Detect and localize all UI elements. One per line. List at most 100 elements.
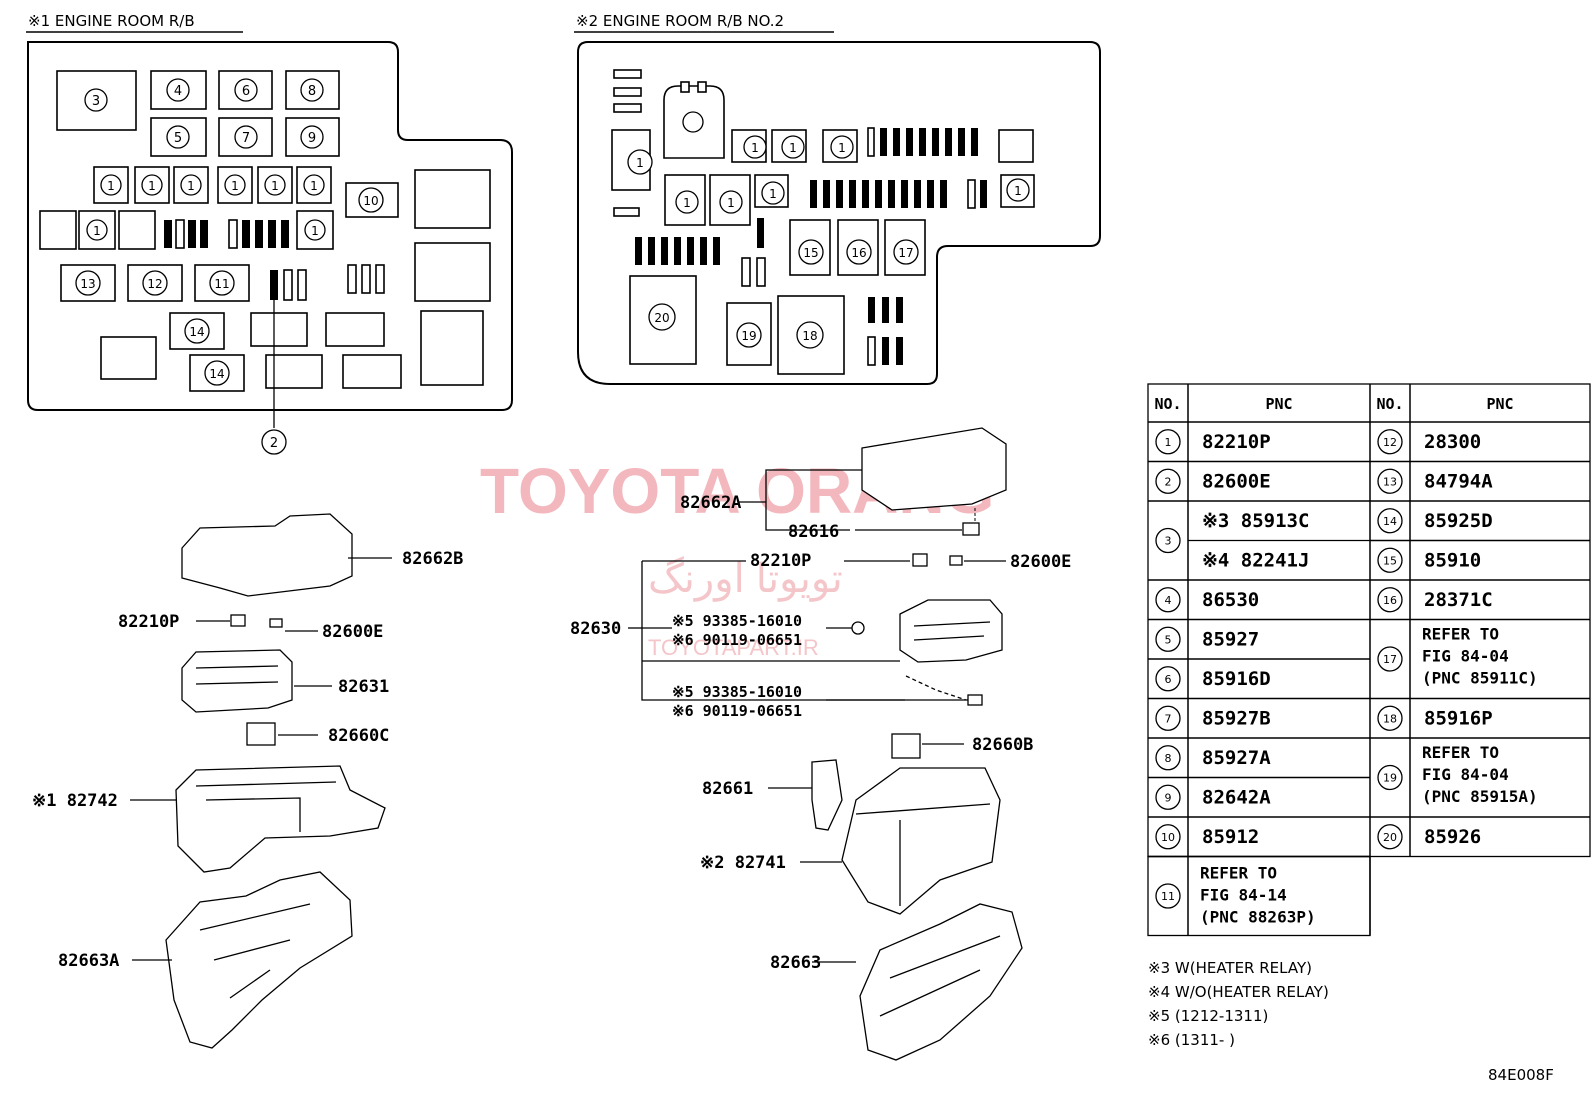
svg-text:1: 1: [838, 141, 846, 155]
label-bolt-1a: ※5 93385-16010: [672, 612, 802, 630]
table-row-pnc: REFER TO: [1422, 743, 1499, 762]
table-row-no: 7: [1165, 712, 1172, 725]
label-82661: 82661: [702, 779, 753, 799]
header-pnc-left: PNC: [1265, 395, 1292, 413]
svg-text:19: 19: [741, 329, 756, 343]
table-row-pnc: 28300: [1424, 431, 1481, 453]
footnotes: ※3 W(HEATER RELAY) ※4 W/O(HEATER RELAY) …: [1148, 959, 1329, 1049]
svg-text:13: 13: [80, 277, 95, 291]
table-row-no: 18: [1383, 712, 1397, 725]
table-row-pnc: 85927B: [1202, 708, 1271, 730]
table-row-no: 1: [1165, 436, 1172, 449]
table-row-no: 14: [1383, 515, 1397, 528]
right-parts-stack: 82662A 82616 82210P 82600E 82630 ※5 9338…: [570, 427, 1071, 1061]
svg-text:3: 3: [92, 94, 100, 109]
svg-text:10: 10: [363, 194, 378, 208]
table-row-no: 3: [1165, 535, 1172, 548]
table-row-pnc: 85910: [1424, 550, 1481, 572]
box1-circle-labels: 3 4 6 8 5 7 9 1 1 1 1 1 1 10 1 1 13 12 1…: [75, 78, 384, 455]
svg-text:1: 1: [107, 179, 115, 193]
svg-text:1: 1: [271, 179, 279, 193]
table-row-pnc: (PNC 88263P): [1200, 908, 1316, 927]
svg-text:1: 1: [93, 224, 101, 238]
table-row-pnc: FIG 84-04: [1422, 647, 1509, 666]
table-row-pnc: FIG 84-14: [1200, 886, 1287, 905]
table-row-no: 11: [1161, 890, 1175, 903]
svg-text:15: 15: [803, 246, 818, 260]
table-row-no: 20: [1383, 831, 1397, 844]
svg-text:8: 8: [308, 84, 316, 99]
label-82741: ※2 82741: [700, 853, 786, 873]
table-row-no: 4: [1165, 594, 1172, 607]
table-row-pnc: (PNC 85915A): [1422, 787, 1538, 806]
table-row-pnc: 28371C: [1424, 589, 1493, 611]
engine-room-rb-layout: ※1 ENGINE ROOM R/B: [26, 12, 513, 455]
table-row-pnc: 84794A: [1424, 471, 1493, 493]
label-bolt-2b: ※6 90119-06651: [672, 702, 802, 720]
table-row-pnc: ※3 85913C: [1202, 510, 1309, 532]
box2-title: ※2 ENGINE ROOM R/B NO.2: [576, 12, 784, 30]
table-row-pnc: 82600E: [1202, 471, 1271, 493]
table-row-pnc: ※4 82241J: [1202, 550, 1309, 572]
svg-text:6: 6: [242, 84, 250, 99]
table-row-no: 9: [1165, 791, 1172, 804]
label-82663: 82663: [770, 953, 821, 973]
svg-text:1: 1: [769, 187, 777, 201]
note-3: ※3 W(HEATER RELAY): [1148, 959, 1312, 977]
table-row-pnc: 85925D: [1424, 510, 1493, 532]
svg-text:7: 7: [242, 131, 250, 146]
svg-text:1: 1: [1014, 184, 1022, 198]
svg-text:1: 1: [751, 141, 759, 155]
header-no-left: NO.: [1154, 395, 1181, 413]
table-row-pnc: 85926: [1424, 826, 1481, 848]
svg-text:17: 17: [898, 246, 913, 260]
table-row-pnc: REFER TO: [1200, 864, 1277, 883]
svg-text:1: 1: [789, 141, 797, 155]
label-82600E-right: 82600E: [1010, 552, 1071, 572]
svg-text:11: 11: [214, 277, 229, 291]
svg-text:5: 5: [174, 131, 182, 146]
label-82663A: 82663A: [58, 951, 119, 971]
table-row-no: 13: [1383, 475, 1397, 488]
label-82600E-left: 82600E: [322, 622, 383, 642]
table-row-pnc: 85916D: [1202, 668, 1271, 690]
table-row-pnc: 85916P: [1424, 708, 1493, 730]
left-parts-stack: 82662B 82210P 82600E 82631 82660C ※1 827…: [32, 513, 463, 1049]
svg-text:تویوتا اورنگ: تویوتا اورنگ: [648, 556, 843, 602]
svg-text:18: 18: [802, 329, 817, 343]
table-row-pnc: REFER TO: [1422, 625, 1499, 644]
header-no-right: NO.: [1376, 395, 1403, 413]
table-row-pnc: 85927A: [1202, 747, 1271, 769]
label-82631: 82631: [338, 677, 389, 697]
table-row-no: 6: [1165, 673, 1172, 686]
svg-text:1: 1: [311, 224, 319, 238]
table-row-no: 8: [1165, 752, 1172, 765]
label-82210P-left: 82210P: [118, 612, 179, 632]
svg-text:1: 1: [310, 179, 318, 193]
table-row-pnc: 82642A: [1202, 787, 1271, 809]
svg-text:1: 1: [683, 196, 691, 210]
svg-text:2: 2: [270, 436, 278, 451]
label-82660C: 82660C: [328, 726, 389, 746]
header-pnc-right: PNC: [1486, 395, 1513, 413]
label-82662B: 82662B: [402, 549, 463, 569]
svg-text:4: 4: [174, 84, 182, 99]
box1-title: ※1 ENGINE ROOM R/B: [28, 12, 195, 30]
label-bolt-2a: ※5 93385-16010: [672, 683, 802, 701]
table-row-pnc: 86530: [1202, 589, 1259, 611]
note-5: ※5 (1212-1311): [1148, 1007, 1268, 1025]
svg-text:1: 1: [727, 196, 735, 210]
svg-text:12: 12: [147, 277, 162, 291]
label-82742: ※1 82742: [32, 791, 118, 811]
note-4: ※4 W/O(HEATER RELAY): [1148, 983, 1329, 1001]
label-82616: 82616: [788, 522, 839, 542]
svg-text:1: 1: [636, 156, 644, 170]
box2-circle-labels: 1 1 1 1 1 1 1 1 15 16 17 20 19 18: [627, 135, 1030, 349]
table-row-no: 2: [1165, 475, 1172, 488]
figure-id: 84E008F: [1488, 1066, 1554, 1084]
table-row-no: 12: [1383, 436, 1397, 449]
svg-text:14: 14: [209, 367, 224, 381]
label-82660B: 82660B: [972, 735, 1033, 755]
table-row-no: 5: [1165, 633, 1172, 646]
